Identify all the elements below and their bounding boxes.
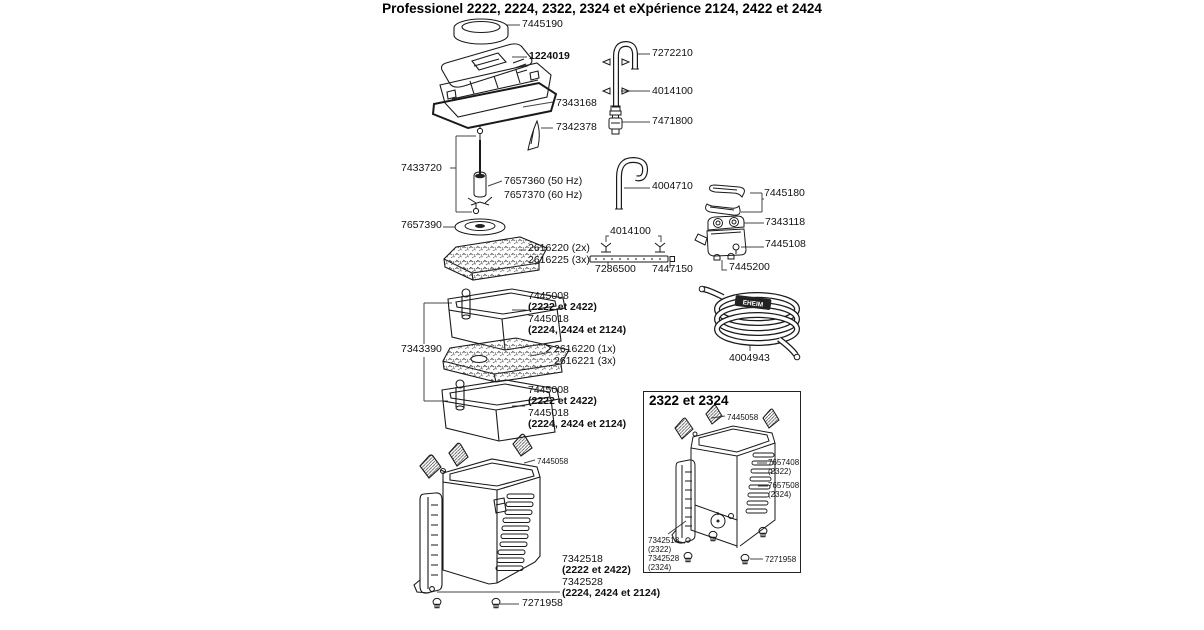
model-list: (2222 et 2422)	[528, 395, 597, 408]
inset-label-foot-screw: 7271958	[765, 555, 797, 564]
part-label-7657408: 7657408	[768, 458, 800, 467]
inlet-pipe-drawing	[615, 156, 649, 210]
part-label-7342518: 7342518	[562, 553, 603, 565]
adapter-drawing	[694, 215, 747, 261]
outlet-pipe-drawing	[601, 40, 639, 108]
part-label-top-cover: 7445190	[522, 18, 563, 30]
part-label-outlet-elbow: 7272210	[652, 47, 693, 59]
part-label-7342528: 7342528	[648, 554, 680, 563]
part-label-7342528: 7342528	[562, 575, 603, 588]
part-label-7445018: 7445018	[528, 406, 569, 419]
part-label-pump-head: 1224019	[529, 50, 570, 62]
inset-label-7342528: 7342528 (2324)	[648, 554, 679, 572]
part-label-outlet-clamp: 4014100	[652, 85, 693, 97]
part-label-shaft-set: 7433720	[401, 162, 442, 174]
inset-canister-drawing	[671, 404, 780, 565]
fine-filter-pad-drawing	[442, 337, 570, 383]
part-label-impeller-60hz: 7657370 (60 Hz)	[504, 189, 583, 201]
part-label-head-gasket: 7343168	[556, 97, 597, 109]
model-list: (2222 et 2422)	[562, 564, 631, 577]
part-label-pump-cover: 7657390	[401, 219, 442, 231]
handle-clips-drawing	[705, 184, 745, 216]
connector-drawing	[608, 105, 623, 135]
basket-upper-label-block: 7445008 (2222 et 2422) 7445018 (2224, 24…	[528, 290, 627, 337]
model-list: (2224, 2424 et 2124)	[528, 418, 627, 431]
model-2324: (2324)	[768, 490, 792, 499]
part-label-impeller-50hz: 7657360 (50 Hz)	[504, 175, 583, 187]
part-label-7445008: 7445008	[528, 384, 569, 396]
part-label-clip-blade: 7342378	[556, 121, 597, 133]
part-label-foot-screw: 7271958	[522, 597, 563, 609]
model-list: (2224, 2424 et 2124)	[562, 587, 661, 600]
part-label-fine-pad-1x: 2616220 (1x)	[554, 343, 616, 355]
part-label-spray-bar: 7286500	[595, 263, 636, 275]
model-2322: (2322)	[768, 467, 792, 476]
part-label-handles: 7445180	[764, 187, 805, 199]
part-label-connector: 7471800	[652, 115, 693, 127]
part-label-7445018: 7445018	[528, 312, 569, 325]
part-label-7342518: 7342518	[648, 536, 680, 545]
canister-drawing	[413, 433, 541, 609]
model-list: (2222 et 2422)	[528, 301, 597, 314]
part-label-fine-pad-3x: 2616221 (3x)	[554, 355, 616, 367]
part-label-adapter-body: 7445108	[765, 238, 806, 250]
part-label-7445008: 7445008	[528, 290, 569, 302]
model-2322: (2322)	[648, 545, 672, 554]
basket-lower-label-block: 7445008 (2222 et 2422) 7445018 (2224, 24…	[528, 384, 627, 431]
canister-label-block: 7342518 (2222 et 2422) 7342528 (2224, 24…	[562, 553, 661, 600]
model-list: (2224, 2424 et 2124)	[528, 324, 627, 337]
inset-panel-border	[643, 391, 801, 573]
part-label-canister-clip: 7445058	[537, 457, 569, 466]
inset-label-7657508: 7657508 (2324)	[768, 481, 799, 499]
part-label-inlet-elbow: 4004710	[652, 180, 693, 192]
model-2324: (2324)	[648, 563, 672, 572]
inset-label-7657408: 7657408 (2322)	[768, 458, 799, 476]
page-title: Professionel 2222, 2224, 2322, 2324 et e…	[382, 1, 822, 16]
hose-brand-text: EHEIM	[742, 299, 763, 308]
part-label-coarse-pad-2x: 2616220 (2x)	[528, 242, 590, 254]
coarse-filter-pad-drawing	[443, 236, 548, 281]
part-label-adapter-top: 7343118	[765, 216, 806, 228]
shaft-impeller-drawing	[467, 126, 493, 215]
part-label-bar-plug: 7447150	[652, 263, 693, 275]
clip-blade-drawing	[527, 119, 540, 151]
part-label-7657508: 7657508	[768, 481, 800, 490]
pump-cover-drawing	[454, 218, 506, 236]
part-label-media-tube: 7343390	[401, 343, 442, 355]
part-label-hose: 4004943	[729, 352, 770, 364]
part-label-adapter-feet: 7445200	[729, 261, 770, 273]
pump-head-drawing	[431, 18, 558, 130]
part-label-coarse-pad-3x: 2616225 (3x)	[528, 254, 590, 266]
inset-label-canister-clip: 7445058	[727, 413, 759, 422]
inset-header: 2322 et 2324	[649, 393, 729, 408]
spray-bar-drawing	[589, 242, 675, 263]
inset-label-7342518: 7342518 (2322)	[648, 536, 679, 554]
hose-drawing: EHEIM	[698, 285, 801, 361]
part-label-bar-clamp: 4014100	[610, 225, 651, 237]
